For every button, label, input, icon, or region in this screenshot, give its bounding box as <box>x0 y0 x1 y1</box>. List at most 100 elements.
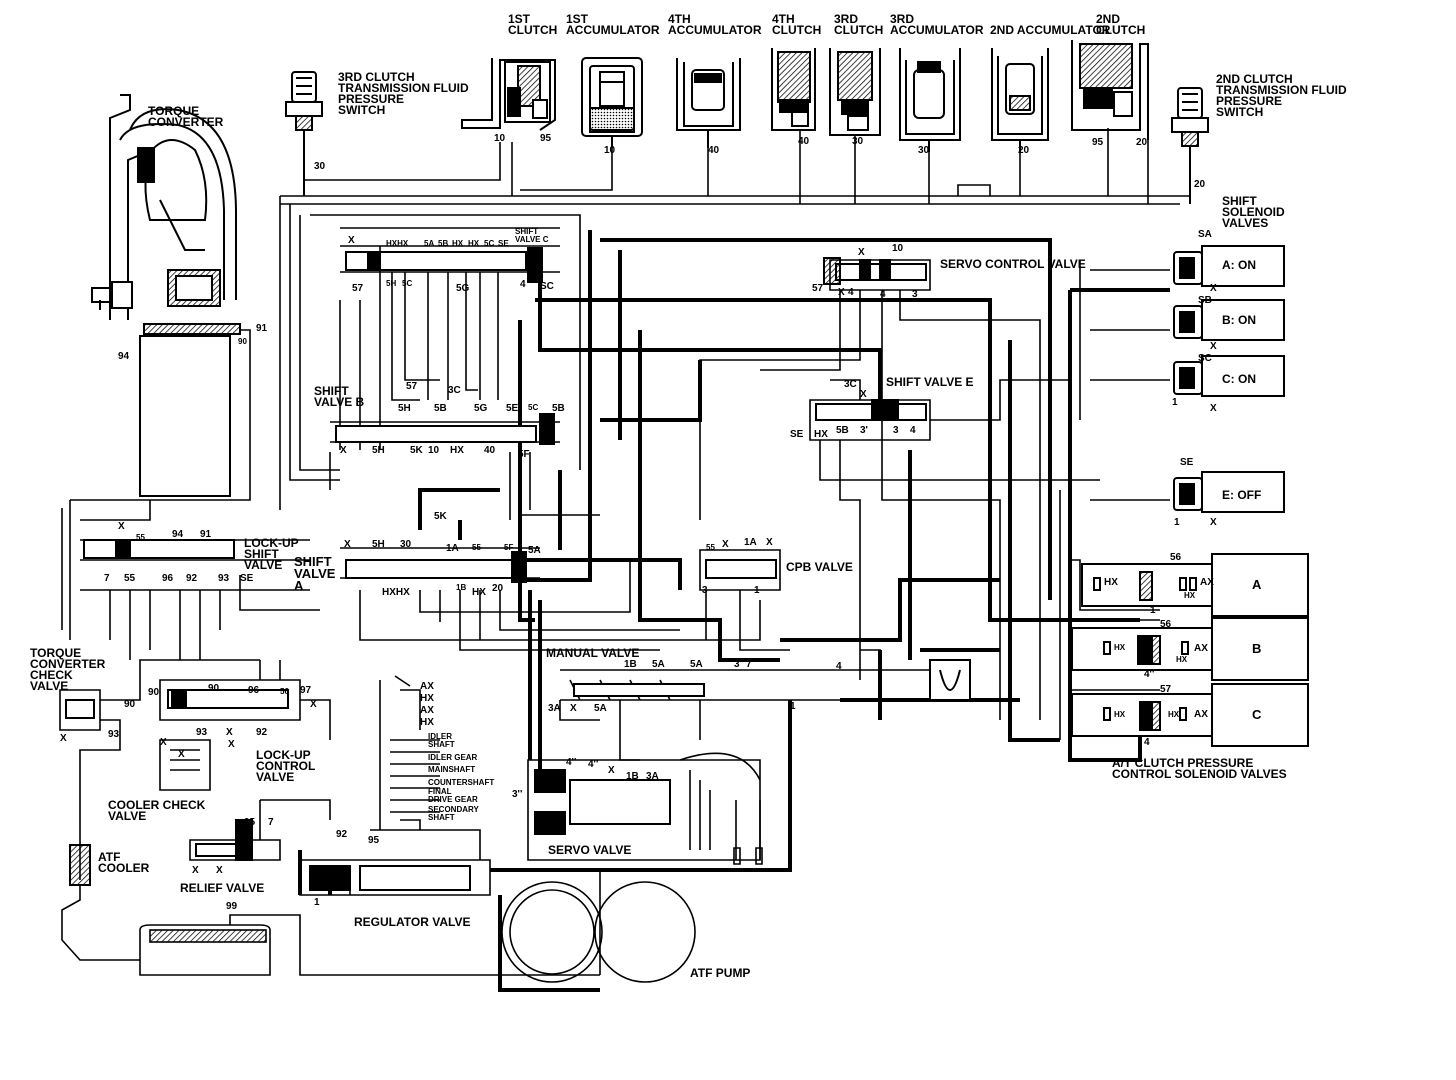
port-label: 5B <box>438 239 449 248</box>
port-label: 57 <box>1160 684 1172 695</box>
port-label: 1 <box>1150 605 1156 616</box>
pressure-switch-3rd-label: 3RD CLUTCH TRANSMISSION FLUID PRESSURE S… <box>338 70 469 117</box>
port-label: 93 <box>196 727 208 738</box>
port-label: 4 <box>1144 737 1150 748</box>
port-label: 3 <box>734 659 740 670</box>
port-label: 4 <box>836 661 842 672</box>
clutch-3rd <box>829 48 881 136</box>
port-label: 95 <box>244 817 256 828</box>
port-label: 10 <box>892 243 904 254</box>
port-label: X <box>192 865 199 876</box>
port-label: SE <box>498 239 509 248</box>
tc-check-valve-label: TORQUE CONVERTER CHECK VALVE <box>30 646 106 693</box>
port-label: X <box>60 733 67 744</box>
port-label: HXHX <box>382 587 410 598</box>
port-label: X <box>216 865 223 876</box>
port-label: X <box>1210 517 1217 528</box>
shift-solenoid-valves-label: SHIFT SOLENOID VALVES <box>1222 194 1285 230</box>
port-label: 1B <box>456 583 467 592</box>
port-label: 94 <box>172 529 184 540</box>
port-label: 5F <box>518 449 530 460</box>
port-label: 93 <box>108 729 120 740</box>
port-label: 3 <box>893 425 899 436</box>
valve-spools <box>65 247 971 891</box>
port-label: 30 <box>400 539 412 550</box>
port-label: X <box>608 765 615 776</box>
port-label: X <box>766 537 773 548</box>
port-label: 5B <box>552 403 565 414</box>
shift-valve-a-label: SHIFT VALVE A <box>294 554 336 593</box>
shift-valve-e-label: SHIFT VALVE E <box>886 375 974 389</box>
port-label: 3C <box>844 379 857 390</box>
port-label: 92 <box>256 727 268 738</box>
port-label: 5A <box>594 703 607 714</box>
port-label: 90 <box>208 683 220 694</box>
clutch-2nd <box>1071 40 1149 140</box>
port-label: 4 <box>910 425 916 436</box>
port-label: AX <box>1194 643 1208 654</box>
port-label: 90 <box>124 699 136 710</box>
port-label: 20 <box>1194 179 1206 190</box>
legend-final-drive-gear: FINAL DRIVE GEAR <box>428 787 478 804</box>
port-label: HX <box>1114 643 1126 652</box>
port-label: 5H <box>398 403 411 414</box>
port-label: 1A <box>744 537 757 548</box>
port-label: 96 <box>248 685 260 696</box>
converter-housing-lower <box>139 335 231 497</box>
port-label: 5K <box>410 445 423 456</box>
atf-pump-label: ATF PUMP <box>690 966 751 980</box>
port-label: X <box>858 247 865 258</box>
pcsv-c-label: C <box>1252 707 1262 722</box>
port-label: 4 <box>848 287 854 298</box>
accumulator-3rd-label: 3RD ACCUMULATOR <box>890 12 984 37</box>
port-label: 94 <box>118 351 130 362</box>
port-label: X <box>344 539 351 550</box>
solenoid-b-state: B: ON <box>1222 313 1256 327</box>
servo-control-valve-label: SERVO CONTROL VALVE <box>940 257 1086 271</box>
port-label: HX <box>420 717 434 728</box>
port-label: 3'' <box>512 789 523 800</box>
port-label: HX <box>1104 577 1118 588</box>
port-label: X <box>310 699 317 710</box>
port-label: X <box>178 749 185 760</box>
atf-cooler-label: ATF COOLER <box>98 850 150 875</box>
legend-mainshaft: MAINSHAFT <box>428 765 476 774</box>
relief-valve-label: RELIEF VALVE <box>180 881 265 895</box>
solenoid-a-state: A: ON <box>1222 258 1256 272</box>
port-label: 4 <box>520 279 526 290</box>
port-label: 20 <box>1018 145 1030 156</box>
accumulator-2nd-label: 2ND ACCUMULATOR <box>990 23 1111 37</box>
port-label: AX <box>1194 709 1208 720</box>
legend-countershaft: COUNTERSHAFT <box>428 778 495 787</box>
shift-valve-c-label: SHIFT VALVE C <box>515 227 549 244</box>
port-label: HX <box>472 587 486 598</box>
solenoid-c-state: C: ON <box>1222 372 1256 386</box>
port-label: 5B <box>836 425 849 436</box>
accumulator-1st-label: 1ST ACCUMULATOR <box>566 12 660 37</box>
port-label: 1 <box>754 585 760 596</box>
port-label: 91 <box>200 529 212 540</box>
pcsv-b-label: B <box>1252 641 1262 656</box>
accumulator-1st <box>581 57 643 148</box>
port-label: X <box>226 727 233 738</box>
port-label: 5A <box>690 659 703 670</box>
port-label: SE <box>790 429 804 440</box>
torque-converter-label: TORQUE CONVERTER <box>148 104 224 129</box>
pressure-switch-2nd-label: 2ND CLUTCH TRANSMISSION FLUID PRESSURE S… <box>1216 72 1347 119</box>
port-label: 97 <box>300 685 312 696</box>
port-label: 55 <box>124 573 136 584</box>
port-label: 40 <box>484 445 496 456</box>
port-label: 95 <box>368 835 380 846</box>
port-label: HX <box>1184 591 1196 600</box>
port-label: 3C <box>448 385 461 396</box>
port-label: 5F <box>504 543 514 552</box>
port-label: 1B <box>624 659 637 670</box>
at-clutch-pcsv-label: A/T CLUTCH PRESSURE CONTROL SOLENOID VAL… <box>1112 756 1287 781</box>
port-label: SE <box>240 573 254 584</box>
port-label: 5H <box>386 279 397 288</box>
port-label: X <box>348 235 355 246</box>
port-label: 7 <box>746 659 752 670</box>
legend-secondary-shaft: SECONDARY SHAFT <box>428 805 479 822</box>
port-label: X <box>228 739 235 750</box>
